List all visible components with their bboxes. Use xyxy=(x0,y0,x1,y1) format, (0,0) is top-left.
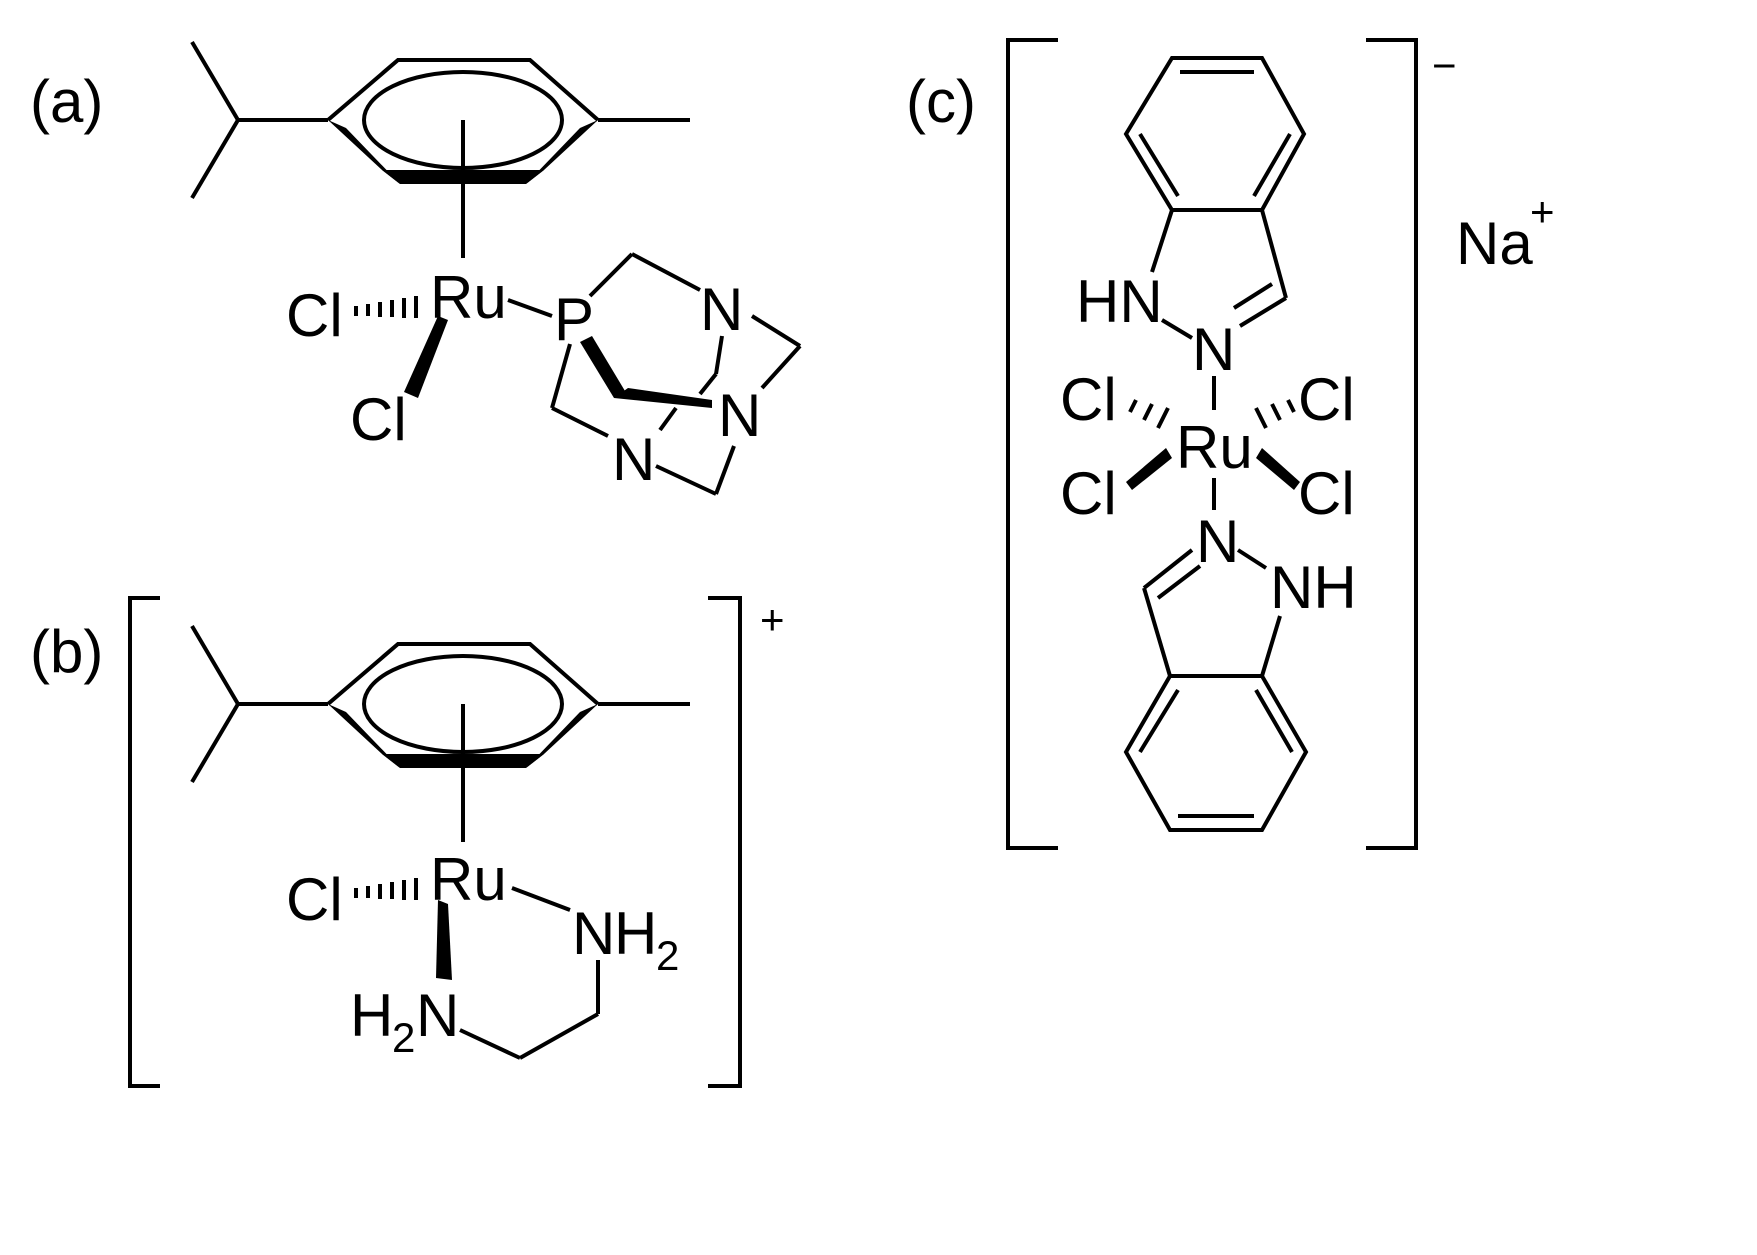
panel-c-label: (c) xyxy=(906,68,976,135)
arene-ring-back-edge xyxy=(326,58,600,122)
charge-plus: + xyxy=(760,596,785,643)
arene-wedge-left xyxy=(328,120,400,184)
pta-wedge-ch2-n2 xyxy=(614,388,712,408)
indazole-bottom: N NH xyxy=(1123,508,1357,832)
c3-n2-bond xyxy=(1238,296,1288,328)
na-charge: + xyxy=(1530,188,1555,235)
c3-c3a-bond xyxy=(1142,587,1172,677)
nh2-subscript: 2 xyxy=(656,932,679,979)
wedge-bond-ru-h2n xyxy=(436,900,452,980)
c3a-c3-bond xyxy=(1260,209,1288,299)
pta-bond-ch2-n1 xyxy=(631,252,701,292)
hashed-bond-cl-upper-left xyxy=(1128,399,1170,429)
cl-atom-upper-right: Cl xyxy=(1298,366,1355,433)
n-atom-top: N xyxy=(1192,316,1235,383)
sodium-counterion: Na + xyxy=(1456,188,1555,277)
panel-c: (c) − Na + HN N Ru Cl xyxy=(906,38,1555,850)
ru-p-bond xyxy=(507,298,553,318)
na-symbol: Na xyxy=(1456,210,1533,277)
hashed-bond-cl xyxy=(354,878,418,900)
h2n-subscript: 2 xyxy=(392,1014,415,1061)
right-bracket xyxy=(708,596,742,1088)
n2-n1-bond xyxy=(1236,548,1268,570)
pta-bond-ch2-n2-bottom xyxy=(714,445,736,495)
wedge-bond-cl-lower-left xyxy=(1126,448,1172,490)
nh-atom: NH xyxy=(1270,554,1357,621)
pta-wedge-p-ch2 xyxy=(580,336,628,398)
ru-nh2-bond xyxy=(511,886,571,912)
double-bond-inner-2 xyxy=(1252,132,1292,198)
arene-ring-back-edge xyxy=(326,642,600,706)
double-bond-inner-1 xyxy=(1138,688,1180,754)
benzene-ring xyxy=(1123,56,1307,212)
wedge-bond-cl-lower-right xyxy=(1256,448,1300,490)
isopropyl-bond-upper xyxy=(190,624,240,706)
pta-bond-ch2-n2 xyxy=(760,344,802,390)
wedge-bond-cl xyxy=(404,316,448,398)
n-atom-right: N xyxy=(718,382,761,449)
n-atom-top: N xyxy=(700,276,743,343)
cl-atom-hashed: Cl xyxy=(286,282,343,349)
en-bond-c1-c2 xyxy=(519,1012,599,1060)
n1-c7a-bond xyxy=(1260,615,1282,677)
n-atom-bottom: N xyxy=(1196,508,1239,575)
n2-c3-bond xyxy=(1142,548,1194,590)
pta-bond-n3-ch2 xyxy=(655,464,717,496)
indazole-top: HN N xyxy=(1076,56,1307,383)
panel-b-label: (b) xyxy=(30,618,103,685)
n2-c3-double xyxy=(1156,564,1202,600)
hn-atom: HN xyxy=(1076,268,1163,335)
pta-bond-p-ch2-left xyxy=(550,343,572,409)
panel-a: (a) Ru Cl Cl P N xyxy=(30,40,802,496)
pta-bond-dash-n3 xyxy=(658,406,678,432)
cl-atom-lower-left: Cl xyxy=(1060,460,1117,527)
pta-bond-p-ch2-top xyxy=(588,252,634,298)
h2n-group: H 2 N xyxy=(350,982,459,1061)
double-bond-inner-3 xyxy=(1138,132,1180,198)
arene-wedge-right xyxy=(526,120,598,184)
pta-bond-n1-ch2 xyxy=(750,314,802,348)
pta-bond-ch2-n3 xyxy=(551,406,609,438)
pta-bond-inner-ch2-n2 xyxy=(698,372,718,396)
hashed-bond-cl xyxy=(354,296,418,318)
panel-a-label: (a) xyxy=(30,68,103,135)
arene-wedge-right xyxy=(526,704,598,768)
pta-bond-n1-ch2-inner xyxy=(714,335,724,375)
isopropyl-bond-lower xyxy=(190,702,240,784)
charge-minus: − xyxy=(1432,42,1457,89)
cl-atom-wedged: Cl xyxy=(350,386,407,453)
n1-n2-bond xyxy=(1160,318,1194,340)
c3-n2-double xyxy=(1232,282,1274,310)
ru-atom: Ru xyxy=(430,846,507,913)
arene-wedge-left xyxy=(328,704,400,768)
nh2-group: N H 2 xyxy=(572,900,679,979)
cl-atom-upper-left: Cl xyxy=(1060,366,1117,433)
panel-b: (b) + Ru Cl N H 2 xyxy=(30,596,785,1088)
nh2-h: H xyxy=(614,900,657,967)
isopropyl-bond-upper xyxy=(190,40,240,122)
left-bracket xyxy=(1006,38,1058,850)
n-atom-bottom: N xyxy=(612,426,655,493)
c7a-n1-bond xyxy=(1150,209,1174,273)
hashed-bond-cl-upper-right xyxy=(1254,399,1296,429)
h2n-n: N xyxy=(416,982,459,1049)
nh2-n: N xyxy=(572,900,615,967)
h2n-h: H xyxy=(350,982,393,1049)
double-bond-inner-2 xyxy=(1254,688,1294,754)
en-bond-n-c1 xyxy=(459,1028,521,1060)
right-bracket xyxy=(1366,38,1418,850)
ru-atom: Ru xyxy=(1176,414,1253,481)
benzene-ring xyxy=(1123,674,1309,832)
cl-atom-lower-right: Cl xyxy=(1298,460,1355,527)
cl-atom-hashed: Cl xyxy=(286,866,343,933)
isopropyl-bond-lower xyxy=(190,118,240,200)
left-bracket xyxy=(128,596,160,1088)
